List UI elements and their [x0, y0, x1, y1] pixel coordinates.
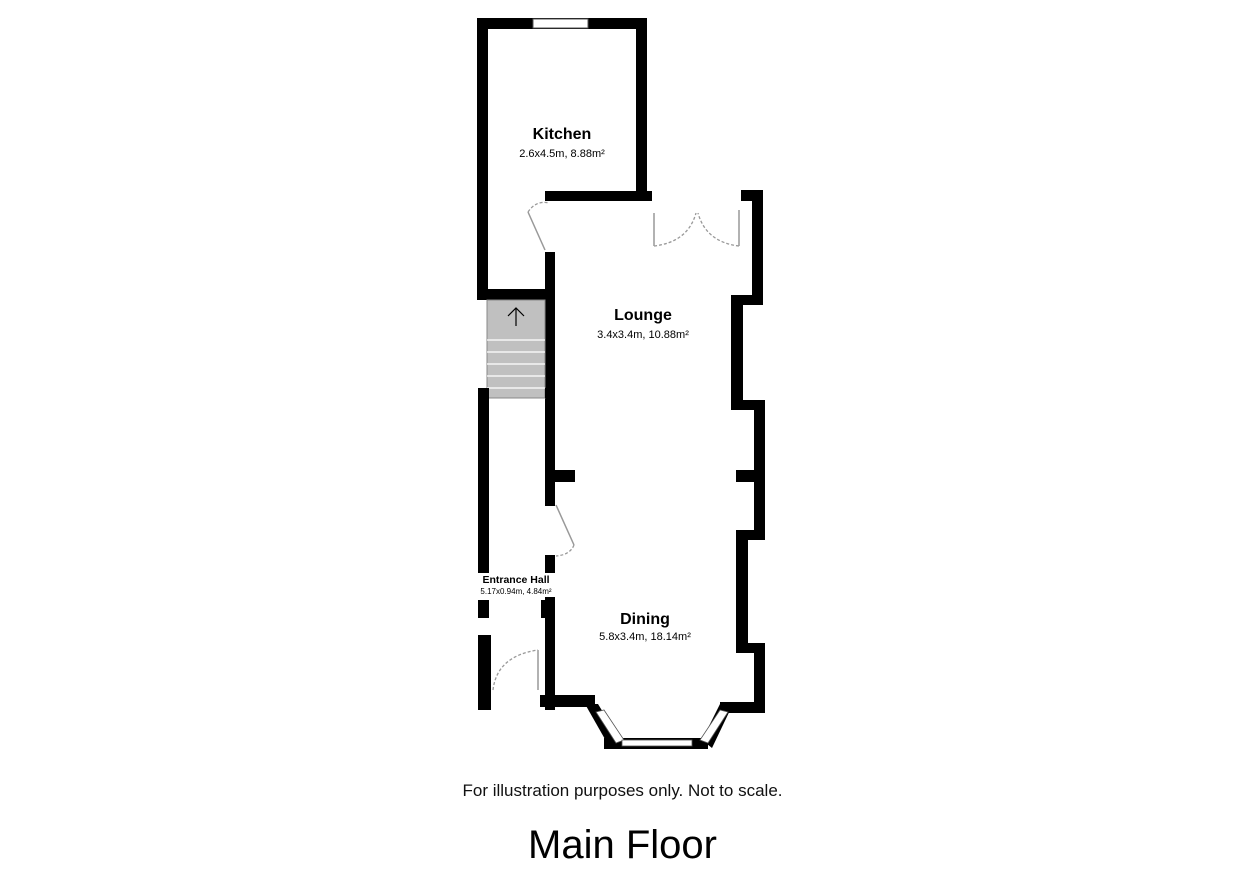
entrance-hall-walls	[478, 388, 555, 710]
floor-title: Main Floor	[528, 823, 717, 867]
kitchen-label: Kitchen 2.6x4.5m, 8.88m²	[519, 126, 605, 160]
kitchen-walls	[477, 18, 652, 300]
dining-door	[555, 504, 575, 557]
floor-plan: Kitchen 2.6x4.5m, 8.88m² Lounge 3.4x3.4m…	[477, 18, 765, 749]
bay-window	[585, 704, 733, 749]
room-name: Dining	[620, 611, 670, 628]
east-walls	[720, 190, 765, 713]
entrance-hall-label: Entrance Hall 5.17x0.94m, 4.84m²	[478, 573, 555, 597]
room-dimensions: 2.6x4.5m, 8.88m²	[519, 148, 605, 160]
kitchen-door	[527, 201, 550, 251]
staircase	[486, 299, 546, 399]
lounge-label: Lounge 3.4x3.4m, 10.88m²	[597, 307, 689, 341]
dining-label: Dining 5.8x3.4m, 18.14m²	[599, 611, 691, 643]
front-door	[492, 649, 539, 691]
lounge-walls	[540, 252, 595, 710]
room-name: Entrance Hall	[482, 574, 549, 586]
room-dimensions: 5.8x3.4m, 18.14m²	[599, 631, 691, 643]
room-name: Kitchen	[533, 126, 592, 143]
room-name: Lounge	[614, 307, 672, 324]
room-dimensions: 5.17x0.94m, 4.84m²	[480, 587, 551, 596]
french-doors	[653, 210, 740, 247]
room-dimensions: 3.4x3.4m, 10.88m²	[597, 329, 689, 341]
arrow-up-icon	[507, 307, 525, 326]
disclaimer-text: For illustration purposes only. Not to s…	[462, 781, 783, 800]
kitchen-window	[532, 18, 589, 29]
